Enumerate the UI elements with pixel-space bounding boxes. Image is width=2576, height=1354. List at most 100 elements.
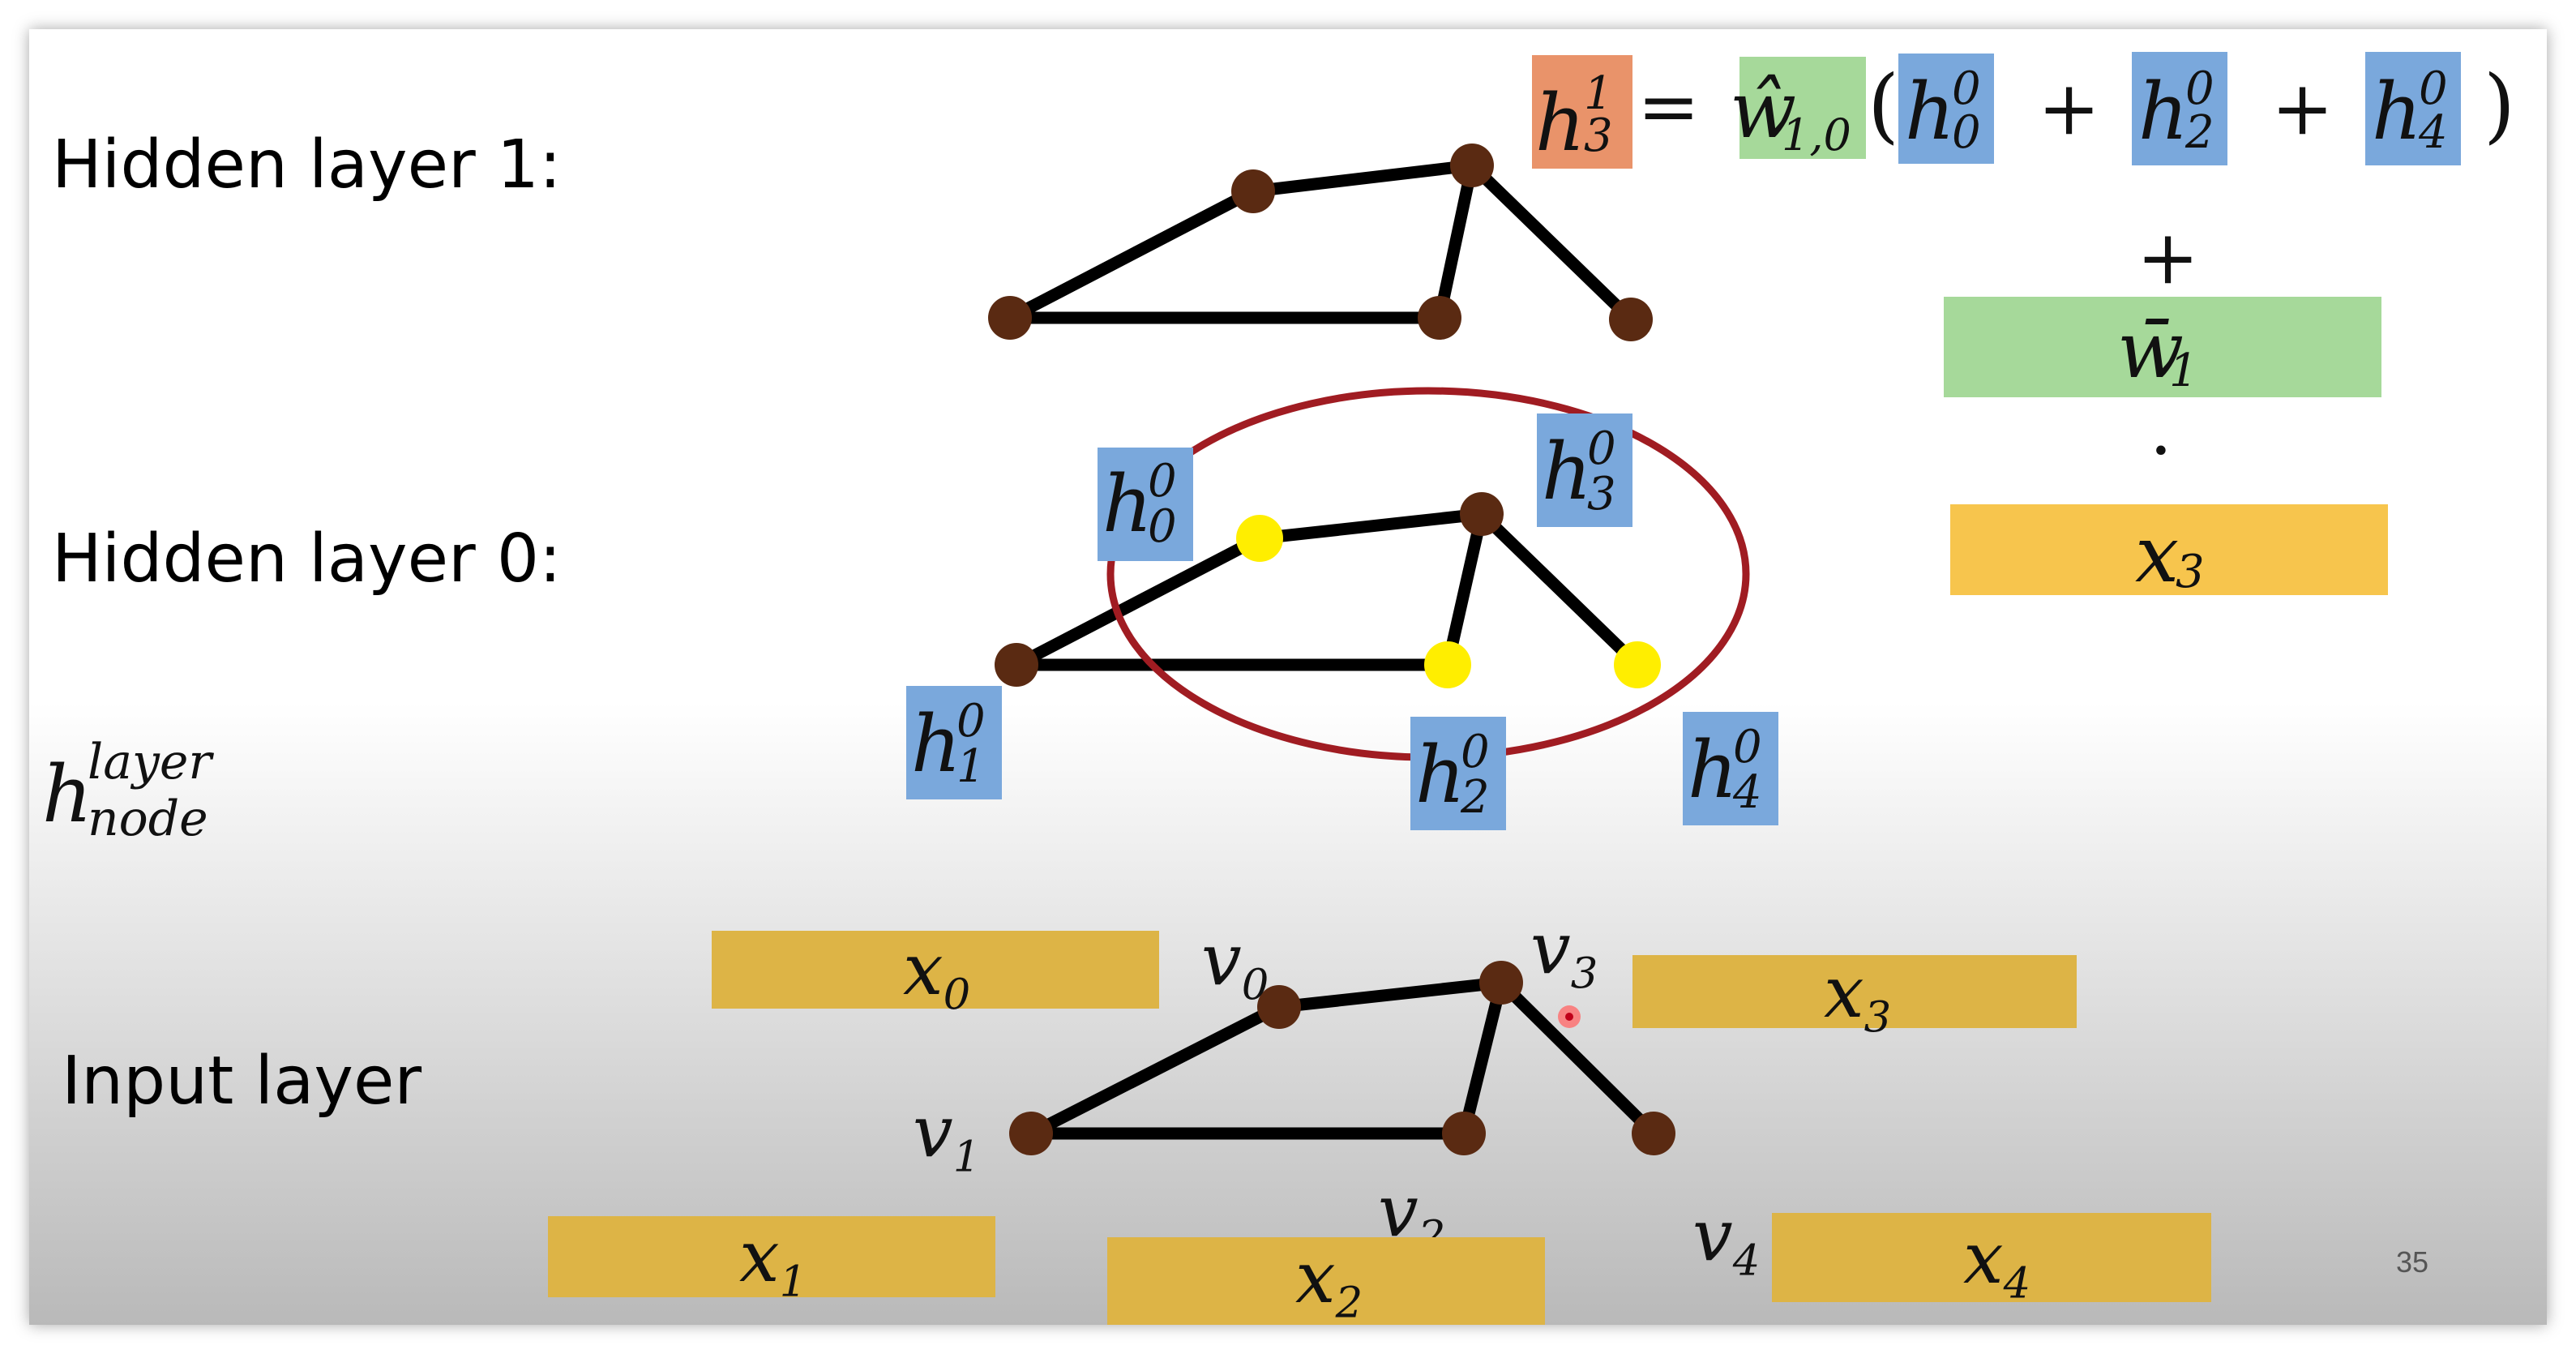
node-label-base: h <box>1102 459 1153 550</box>
feature-box-x3: x3 <box>1632 955 2077 1039</box>
feature-label: x4 <box>1963 1223 2030 1305</box>
edge <box>1007 186 1256 324</box>
node-label-sub: 1 <box>956 740 986 793</box>
edge <box>1441 512 1488 666</box>
highlighted-node <box>1424 641 1471 688</box>
eq-term-base: h <box>2138 66 2189 157</box>
eq-term-base: h <box>2372 66 2422 157</box>
neighborhood-ellipse <box>1106 387 1750 761</box>
graph-hidden-layer-0 <box>995 387 1750 761</box>
feature-label: x1 <box>739 1221 807 1304</box>
eq-close-paren: ) <box>2484 58 2516 152</box>
node-label-sup: 0 <box>1461 726 1490 778</box>
eq-lhs-sup: 1 <box>1584 67 1613 120</box>
graph-node <box>1009 1112 1053 1155</box>
eq-term-sup: 0 <box>1952 62 1981 115</box>
vertex-base: v <box>1692 1193 1733 1277</box>
feature-sub: 1 <box>779 1257 807 1307</box>
notation-base: h <box>42 749 92 840</box>
node-label-sub: 3 <box>1587 468 1616 521</box>
eq-lhs-base: h <box>1535 78 1585 169</box>
feature-sub: 2 <box>1335 1278 1363 1325</box>
vertex-base: v <box>1201 918 1242 1001</box>
graph-node <box>1460 492 1504 536</box>
edge <box>1259 508 1483 545</box>
edge <box>1496 978 1658 1138</box>
edge <box>1013 533 1263 671</box>
feature-base: x <box>903 928 944 1011</box>
vertex-sub: 1 <box>952 1132 981 1182</box>
edge <box>1278 976 1502 1013</box>
feature-sub: 4 <box>2003 1258 2031 1309</box>
slide: Hidden layer 1: Hidden layer 0: Input la… <box>29 29 2547 1325</box>
eq-weight-hat: ŵ <box>1730 65 1797 156</box>
graph-node <box>1450 144 1494 187</box>
vertex-label-v4: v4 <box>1692 1200 1760 1283</box>
vertex-base: v <box>1378 1169 1419 1253</box>
feature-sub: 3 <box>1864 992 1892 1043</box>
eq-x3-base: x <box>2135 509 2180 600</box>
eq-lhs-box: h 1 3 <box>1532 55 1632 169</box>
eq-term-h4: h 0 4 <box>2365 52 2461 165</box>
node-label-base: h <box>1542 426 1592 517</box>
vertex-sub: 0 <box>1241 960 1269 1010</box>
feature-box-x4: x4 <box>1772 1213 2211 1305</box>
node-label-h0-2: h 0 2 <box>1410 717 1506 830</box>
vertex-label-v1: v1 <box>913 1096 980 1179</box>
feature-box-x2: x2 <box>1107 1237 1545 1325</box>
node-label-sup: 0 <box>1587 422 1616 475</box>
eq-plus: + <box>2271 65 2334 152</box>
eq-term-base: h <box>1905 66 1955 157</box>
page-number: 35 <box>2396 1245 2429 1279</box>
graph-canvas <box>988 144 1750 1155</box>
feature-base: x <box>1824 950 1864 1034</box>
edge <box>1477 509 1642 670</box>
pointer-dot-core <box>1565 1013 1573 1021</box>
node-label-sub: 2 <box>1461 771 1490 824</box>
edge <box>1467 161 1636 324</box>
graph-node <box>1609 298 1653 341</box>
feature-box-x1: x1 <box>548 1216 995 1303</box>
edge <box>1457 981 1508 1135</box>
node-label-sup: 0 <box>956 695 986 748</box>
label-hidden-layer-0: Hidden layer 0: <box>52 521 562 598</box>
feature-label: x3 <box>1824 957 1891 1039</box>
notation-superscript: layer <box>88 734 212 791</box>
highlighted-node <box>1614 641 1661 688</box>
node-label-h0-4: h 0 4 <box>1683 712 1778 825</box>
feature-base: x <box>1295 1236 1336 1319</box>
eq-open-paren: ( <box>1868 58 1900 152</box>
label-hidden-layer-1: Hidden layer 1: <box>52 126 562 204</box>
eq-plus: + <box>2038 65 2101 152</box>
eq-weight-bar-box: w̄ 1 <box>1944 297 2381 397</box>
eq-lhs-sub: 3 <box>1584 109 1613 162</box>
eq-dot: · <box>2150 409 2172 492</box>
graph-node <box>988 296 1032 340</box>
vertex-label-v3: v3 <box>1530 913 1598 996</box>
graph-node <box>1231 169 1275 213</box>
edge <box>1252 159 1473 198</box>
node-label-h0-1: h 0 1 <box>906 686 1002 799</box>
eq-term-h2: h 0 2 <box>2132 52 2227 165</box>
node-label-h0-0: h 0 0 <box>1098 448 1193 561</box>
eq-term-h0: h 0 0 <box>1898 54 1994 164</box>
eq-x3-sub: 3 <box>2176 546 2205 598</box>
feature-base: x <box>1963 1216 2004 1300</box>
vertex-base: v <box>1530 906 1571 990</box>
eq-term-sub: 2 <box>2185 106 2214 159</box>
vertex-sub: 3 <box>1570 949 1598 999</box>
graph-node <box>1632 1112 1675 1155</box>
graph-node <box>995 643 1038 687</box>
label-input-layer: Input layer <box>62 1043 422 1120</box>
graph-node <box>1257 985 1301 1029</box>
node-label-base: h <box>1688 725 1738 816</box>
vertex-sub: 4 <box>1732 1236 1761 1286</box>
feature-label: x0 <box>903 934 970 1017</box>
graph-node <box>1479 961 1523 1005</box>
node-label-sup: 0 <box>1148 455 1177 508</box>
node-label-base: h <box>911 699 961 790</box>
node-label-sup: 0 <box>1733 721 1762 773</box>
notation-subscript: node <box>88 791 208 847</box>
eq-big-plus: + <box>2137 214 2200 301</box>
eq-weight-hat-sub: 1,0 <box>1782 109 1851 161</box>
